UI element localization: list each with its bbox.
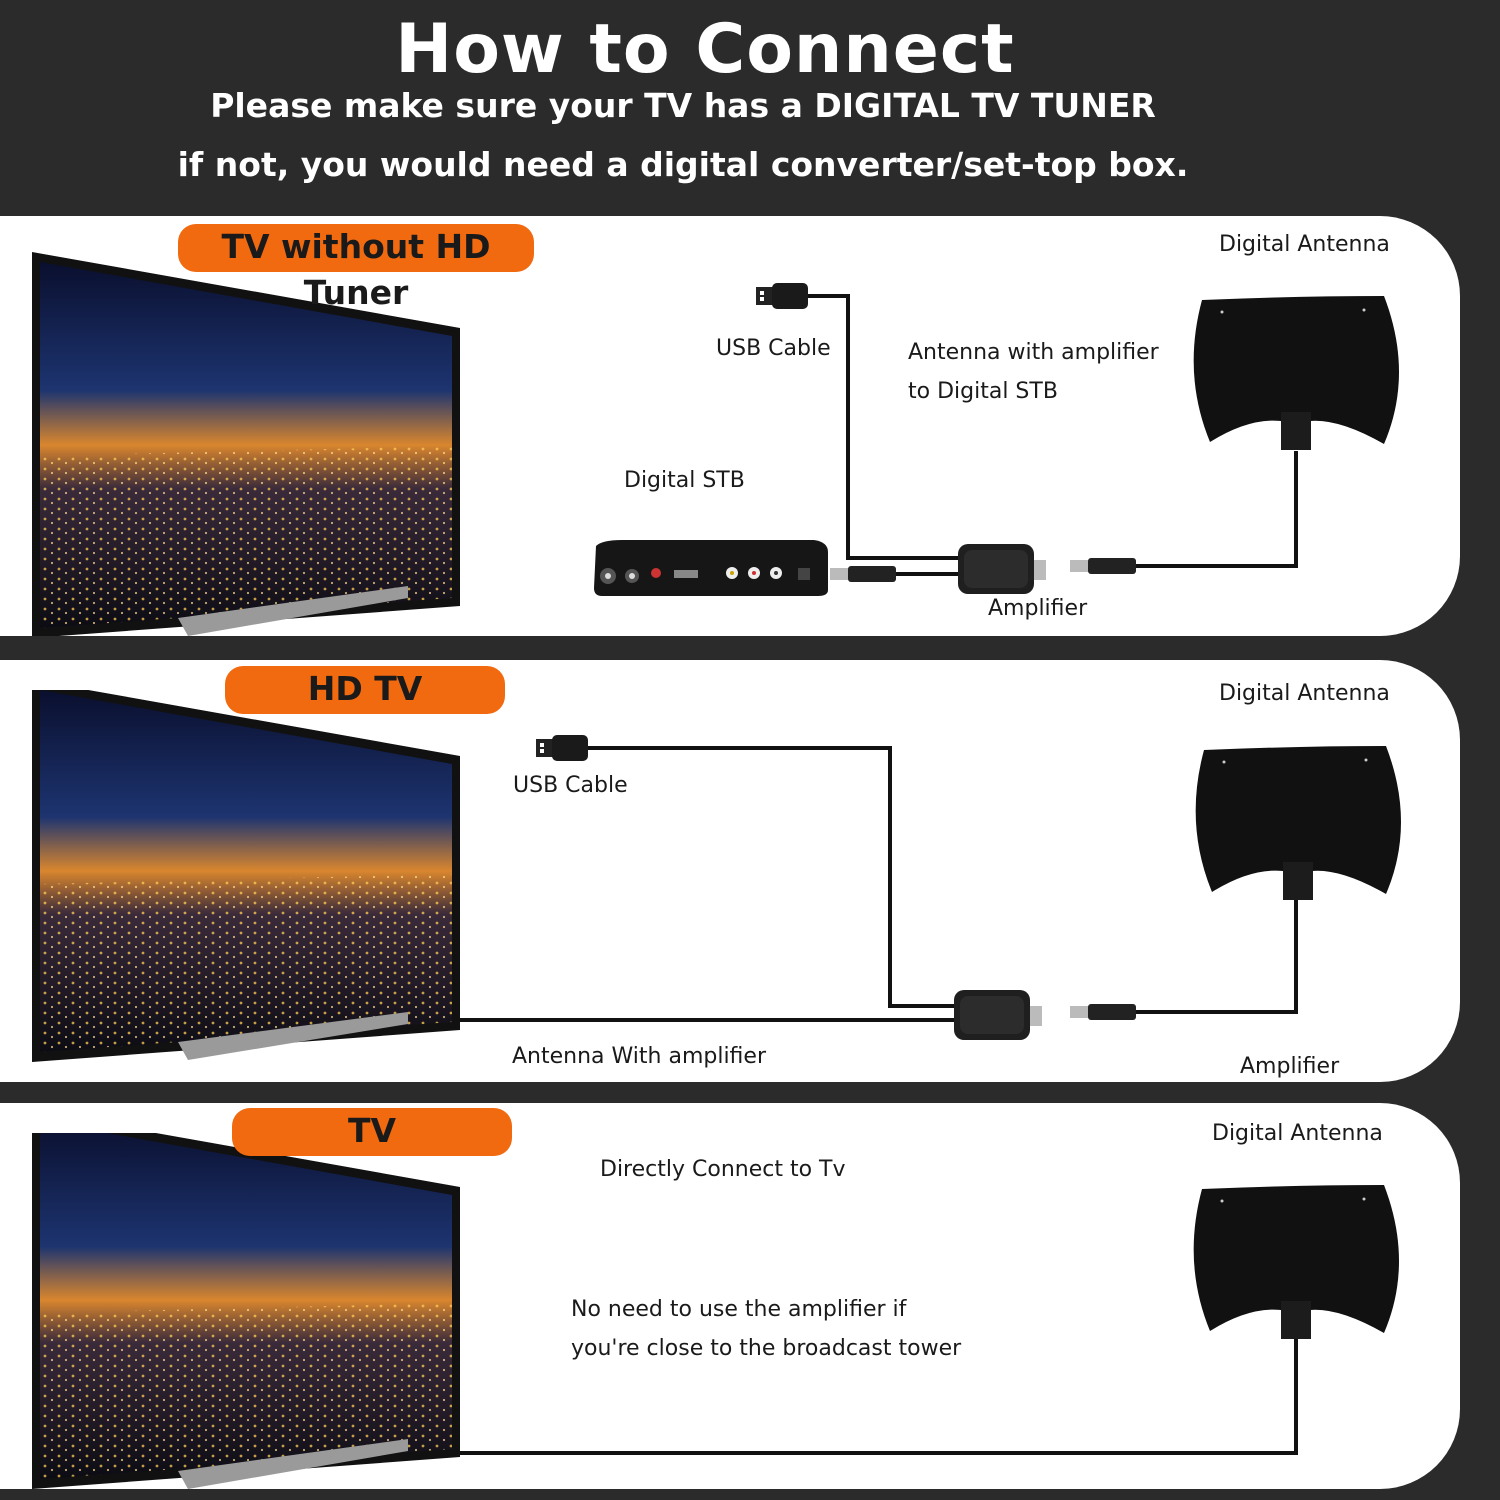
cable-lines (808, 294, 1298, 576)
coax-connector-icon (830, 566, 896, 582)
usb-cable-label: USB Cable (513, 773, 628, 798)
note-line-2: you're close to the broadcast tower (571, 1336, 962, 1361)
usb-cable-label: USB Cable (716, 336, 831, 361)
antenna-icon (1193, 1185, 1399, 1339)
panel-tv: TV Digital Antenna Directly Connect to T… (0, 1103, 1460, 1489)
subtitle-line-1: Please make sure your TV has a DIGITAL T… (210, 86, 1156, 125)
digital-antenna-label: Digital Antenna (1219, 232, 1390, 257)
amplifier-label: Amplifier (988, 596, 1088, 621)
antenna-with-amplifier-label: Antenna With amplifier (512, 1044, 766, 1069)
amplifier-label: Amplifier (1240, 1054, 1340, 1079)
badge-tv-without-hd-tuner: TV without HD Tuner (178, 224, 534, 312)
page-title: How to Connect (395, 10, 1015, 89)
panel-tv-without-hd-tuner: TV without HD Tuner USB Cable Antenna wi… (0, 216, 1460, 636)
antenna-note-line-1: Antenna with amplifier (908, 340, 1159, 365)
tv-icon (32, 1133, 460, 1489)
antenna-icon (1193, 296, 1399, 450)
digital-antenna-label: Digital Antenna (1219, 681, 1390, 706)
set-top-box-icon (594, 540, 828, 596)
amplifier-icon (958, 544, 1046, 594)
direct-connect-label: Directly Connect to Tv (600, 1157, 846, 1182)
tv-icon (32, 690, 460, 1062)
coax-connector-icon (1070, 1004, 1136, 1020)
badge-hd-tv: HD TV (225, 666, 505, 714)
antenna-note-line-2: to Digital STB (908, 379, 1058, 404)
digital-antenna-label: Digital Antenna (1212, 1121, 1383, 1146)
coax-connector-icon (1070, 558, 1136, 574)
panel-hd-tv: HD TV USB Cable Digital Antenna Antenna … (0, 660, 1460, 1082)
subtitle-line-2: if not, you would need a digital convert… (177, 145, 1189, 184)
usb-plug-icon (536, 735, 588, 761)
amplifier-icon (954, 990, 1042, 1040)
badge-tv: TV (232, 1108, 512, 1156)
note-line-1: No need to use the amplifier if (571, 1297, 907, 1322)
stb-label: Digital STB (624, 468, 745, 493)
usb-plug-icon (756, 283, 808, 309)
antenna-icon (1195, 746, 1401, 900)
header: How to Connect Please make sure your TV … (0, 0, 1500, 215)
tv-icon (32, 252, 460, 636)
